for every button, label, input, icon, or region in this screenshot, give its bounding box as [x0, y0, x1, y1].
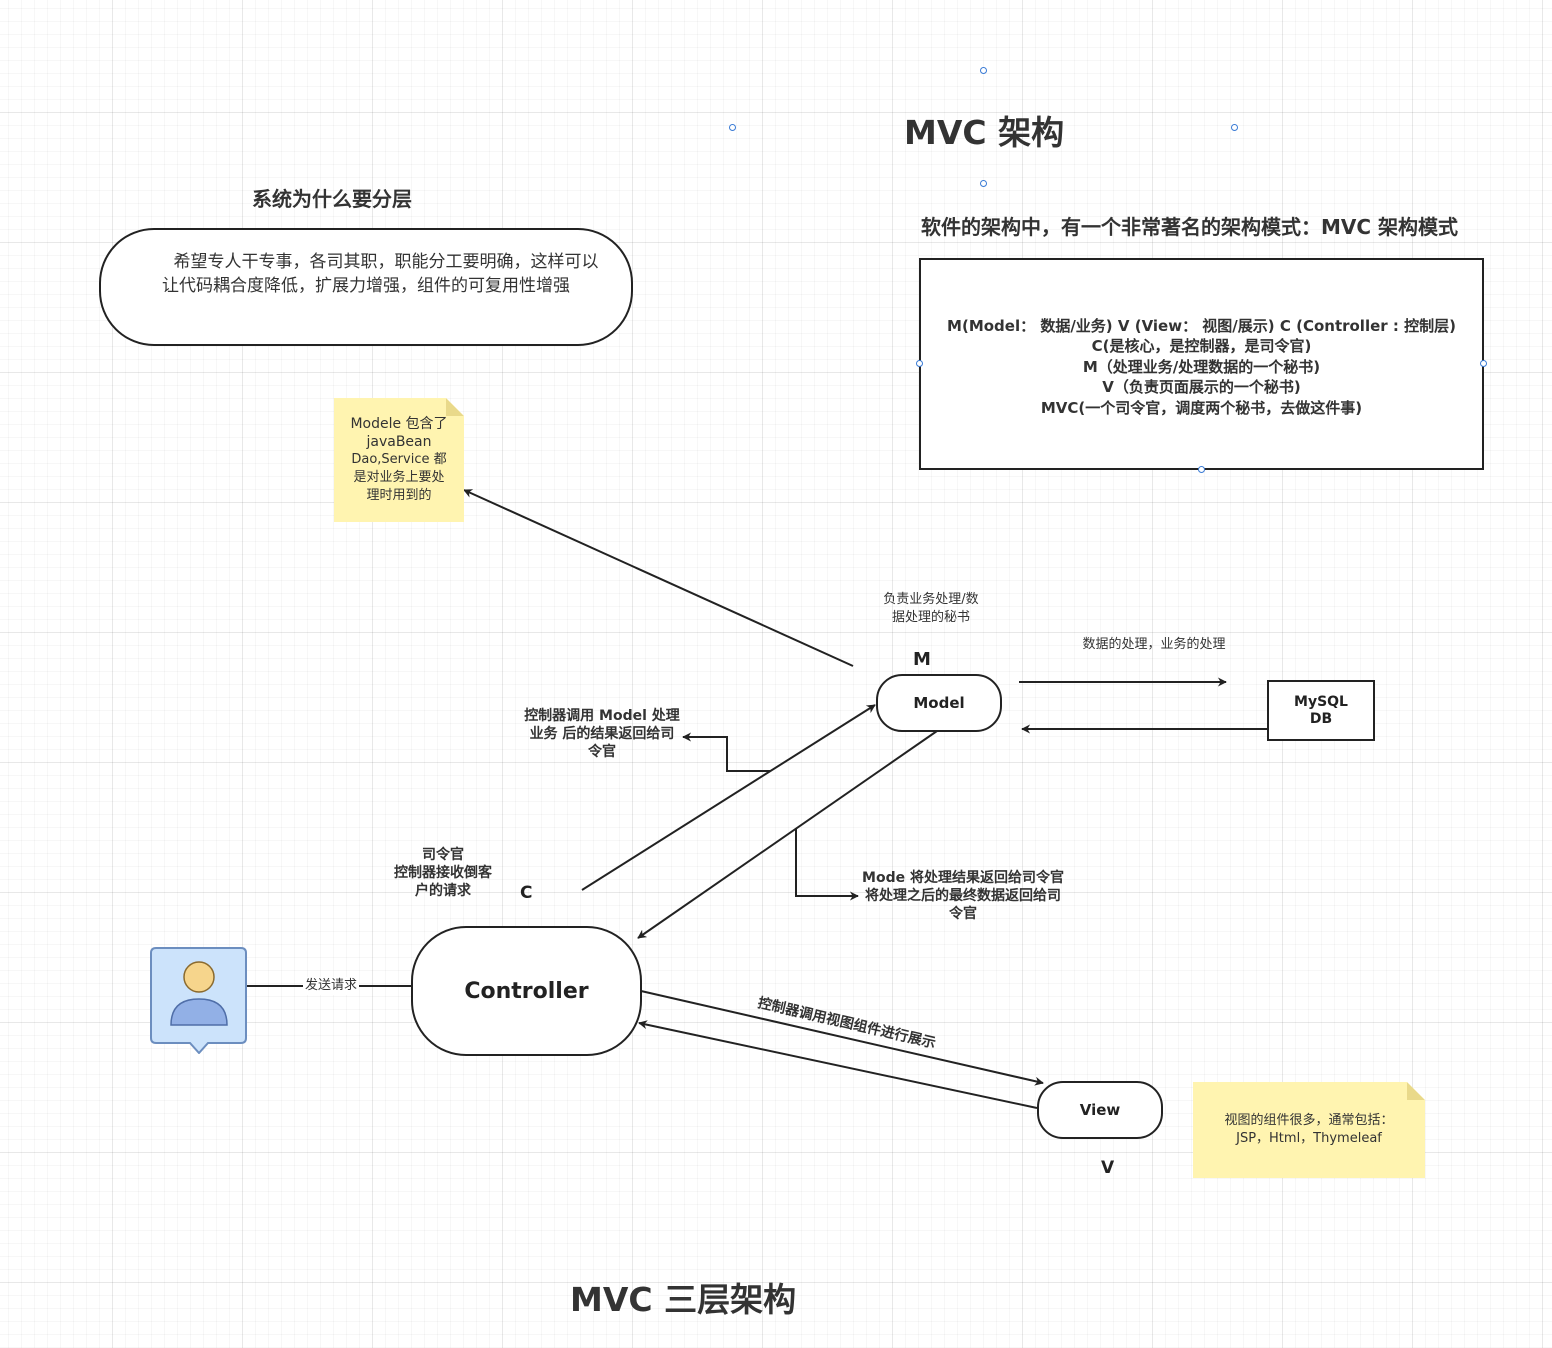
controller-calls-model-line-3: 令官 — [588, 744, 616, 760]
layer-reason-line-1: 希望专人干专事，各司其职，职能分工要明确，这样可以 — [173, 252, 599, 272]
definition-handle-right[interactable] — [1480, 360, 1487, 367]
controller-calls-model-line-2: 业务 后的结果返回给司 — [529, 726, 675, 742]
controller-node[interactable]: Controller — [411, 926, 642, 1056]
user-card[interactable] — [150, 947, 247, 1055]
model-note-line-3: Dao,Service 都 — [351, 452, 447, 467]
arrow-model-to-controller — [637, 730, 938, 939]
mvc-definition-line-5: MVC(一个司令官，调度两个秘书，去做这件事) — [1040, 398, 1363, 417]
model-note-line-5: 理时用到的 — [366, 488, 432, 503]
controller-calls-model-label: 控制器调用 Model 处理 业务 后的结果返回给司 令官 — [512, 707, 692, 761]
model-note[interactable]: Modele 包含了 javaBean Dao,Service 都 是对业务上要… — [334, 398, 464, 522]
model-role-line-1: 负责业务处理/数 — [883, 592, 979, 607]
model-node-label: Model — [913, 694, 965, 712]
mysql-label: MySQL — [1294, 693, 1348, 710]
mvc-definition-box[interactable]: M(Model： 数据/业务) V (View： 视图/展示) C (Contr… — [919, 258, 1484, 470]
mvc-pattern-title[interactable]: 软件的架构中，有一个非常著名的架构模式：MVC 架构模式 — [921, 215, 1459, 239]
view-note[interactable]: 视图的组件很多，通常包括： JSP，Html，Thymeleaf — [1193, 1082, 1425, 1178]
selection-handle-top[interactable] — [980, 67, 987, 74]
user-icon — [150, 947, 247, 1055]
commander-line-2: 控制器接收倒客 — [394, 865, 492, 881]
model-note-line-1: Modele 包含了 — [350, 416, 448, 432]
definition-handle-bottom[interactable] — [1198, 466, 1205, 473]
model-note-line-4: 是对业务上要处 — [353, 470, 445, 485]
definition-handle-left[interactable] — [916, 360, 923, 367]
model-note-line-2: javaBean — [366, 434, 432, 450]
mvc-definition-line-2: C(是核心，是控制器，是司令官) — [1091, 337, 1312, 356]
arrow-view-to-controller — [638, 1020, 1038, 1109]
data-processing-label: 数据的处理，业务的处理 — [1082, 637, 1226, 652]
commander-line-3: 户的请求 — [415, 883, 471, 899]
letter-v: V — [1101, 1158, 1115, 1178]
view-note-line-2: JSP，Html，Thymeleaf — [1236, 1131, 1382, 1146]
arrow-controller-to-view — [640, 990, 1044, 1086]
arrow-model-to-note — [463, 489, 854, 667]
controller-calls-model-line-1: 控制器调用 Model 处理 — [524, 708, 680, 724]
view-node[interactable]: View — [1037, 1081, 1163, 1139]
view-node-label: View — [1079, 1101, 1121, 1119]
model-role-label: 负责业务处理/数 据处理的秘书 — [851, 591, 1011, 627]
letter-m: M — [913, 649, 931, 670]
why-layer-title[interactable]: 系统为什么要分层 — [252, 187, 412, 211]
controller-node-label: Controller — [464, 978, 589, 1004]
mvc-architecture-title[interactable]: MVC 架构 — [904, 113, 1065, 152]
commander-label: 司令官 控制器接收倒客 户的请求 — [383, 846, 503, 900]
layer-reason-box[interactable]: 希望专人干专事，各司其职，职能分工要明确，这样可以 让代码耦合度降低，扩展力增强… — [99, 228, 633, 346]
model-returns-line-2: 将处理之后的最终数据返回给司 — [865, 888, 1061, 904]
send-request-label: 发送请求 — [303, 977, 360, 995]
mysql-node[interactable]: MySQL DB — [1267, 680, 1375, 741]
model-returns-label: Mode 将处理结果返回给司令官 将处理之后的最终数据返回给司 令官 — [853, 869, 1073, 923]
arrow-controller-to-model — [581, 704, 876, 891]
layer-reason-line-2: 让代码耦合度降低，扩展力增强，组件的可复用性增强 — [162, 276, 570, 296]
commander-line-1: 司令官 — [422, 847, 464, 863]
model-role-line-2: 据处理的秘书 — [891, 610, 970, 625]
view-note-line-1: 视图的组件很多，通常包括： — [1224, 1113, 1394, 1128]
selection-handle-bottom[interactable] — [980, 180, 987, 187]
model-returns-line-1: Mode 将处理结果返回给司令官 — [862, 870, 1064, 886]
selection-handle-left[interactable] — [729, 124, 736, 131]
selection-handle-right[interactable] — [1231, 124, 1238, 131]
db-label: DB — [1309, 710, 1333, 727]
model-node[interactable]: Model — [876, 674, 1002, 732]
mvc-three-layer-title[interactable]: MVC 三层架构 — [570, 1280, 797, 1319]
mvc-definition-line-4: V（负责页面展示的一个秘书) — [1102, 378, 1301, 397]
arrow-to-controller-calls-model-label — [682, 732, 770, 772]
arrow-to-model-returns-label — [795, 828, 859, 901]
mvc-definition-line-3: M（处理业务/处理数据的一个秘书) — [1082, 357, 1321, 376]
mvc-definition-line-1: M(Model： 数据/业务) V (View： 视图/展示) C (Contr… — [947, 316, 1456, 335]
letter-c: C — [520, 883, 533, 903]
model-returns-line-3: 令官 — [949, 906, 977, 922]
